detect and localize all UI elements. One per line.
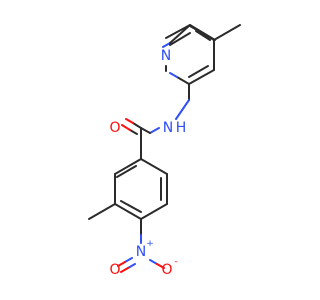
nitro-nitrogen-label: N xyxy=(136,244,146,260)
bond-c-o-a xyxy=(132,122,142,129)
bond-n-o-right-b xyxy=(156,263,165,269)
bond-c6-n-amide-b xyxy=(175,99,190,120)
bond-n-o-left-c xyxy=(127,263,136,269)
amide-hydrogen-label: H xyxy=(176,120,187,136)
molecule-structure: N N H O N + O O - xyxy=(88,24,241,278)
pyridine-nitrogen-label: N xyxy=(161,48,171,64)
bond-n1-c2a xyxy=(162,42,171,48)
bond-c2-c3 xyxy=(165,24,191,39)
bond-b6-b1 xyxy=(140,158,168,175)
bond-c-o-c xyxy=(129,129,138,135)
bond-b4-b5 xyxy=(140,203,168,220)
bond-b1-b2-inner xyxy=(116,165,137,178)
bond-n-o-left-d xyxy=(120,267,129,273)
nitro-oxygen-charge: - xyxy=(174,257,177,267)
bond-c5-c6 xyxy=(188,69,215,85)
bond-c6-n1a xyxy=(176,76,190,85)
nitro-oxygen-double-label: O xyxy=(109,262,120,278)
nitro-oxygen-single-label: O xyxy=(161,262,172,278)
bond-c6-n1b xyxy=(169,72,178,78)
amide-nitrogen-label: N xyxy=(163,120,173,136)
nitro-nitrogen-charge: + xyxy=(146,239,154,249)
bond-ring-top-right xyxy=(189,25,215,41)
bond-c2-c3-inner xyxy=(169,32,191,46)
bond-n1-c2b xyxy=(169,24,191,44)
benzene-ring xyxy=(114,158,168,220)
bond-ring-top-right-inner xyxy=(195,30,211,41)
bond-c-o-b xyxy=(125,118,134,124)
bond-n-o-right-a xyxy=(149,259,158,265)
bond-n-o-left-a xyxy=(124,257,133,263)
bond-n-carbonyl-a xyxy=(149,127,160,134)
bond-b3-b4 xyxy=(114,203,142,220)
molecule-diagram: N N H O N + O O - xyxy=(88,24,241,278)
bond-n-o-left-b xyxy=(117,261,126,267)
bond-b1-b2 xyxy=(114,158,142,175)
bond-c-o-d xyxy=(121,124,131,131)
carbonyl-oxygen-label: O xyxy=(109,120,120,136)
pyridine-ring xyxy=(162,24,216,85)
bond-benzene-methyl xyxy=(88,203,116,220)
bond-pyridine-methyl xyxy=(213,24,241,41)
bond-c5-c6-inner xyxy=(188,65,209,78)
bond-b3-b4-inner xyxy=(120,200,142,213)
bond-n-carbonyl-b xyxy=(140,127,151,134)
